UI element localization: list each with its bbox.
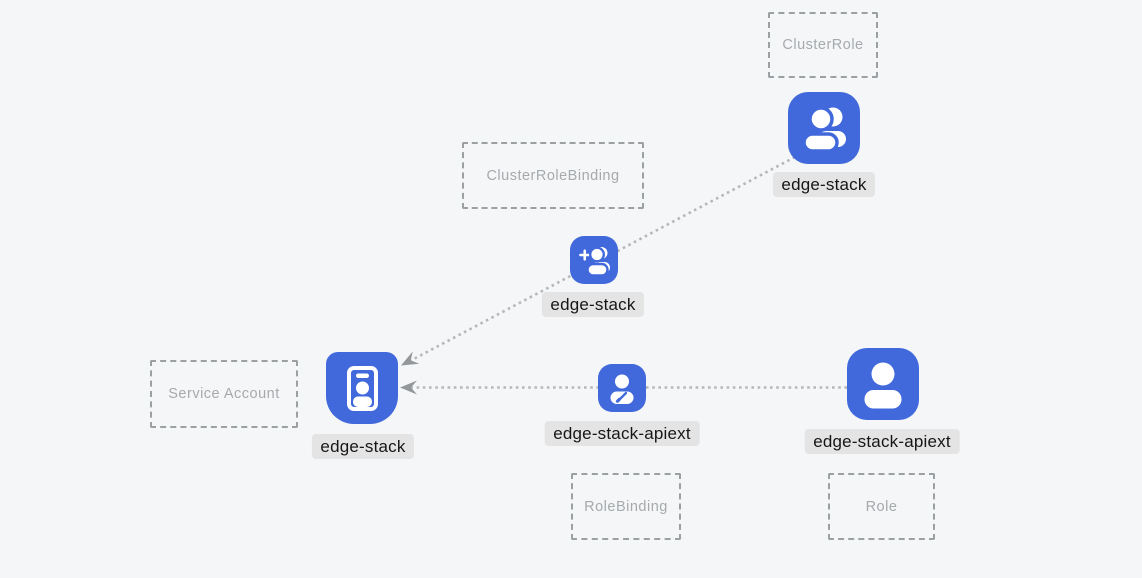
node-label: edge-stack (772, 172, 876, 197)
node-clusterrole-edge-stack[interactable] (788, 92, 860, 164)
node-label: edge-stack-apiext (804, 429, 960, 454)
node-serviceaccount-edge-stack[interactable] (326, 352, 398, 424)
node-rolebinding-edge-stack-apiext[interactable] (598, 364, 646, 412)
arrowhead-icon (401, 351, 420, 366)
type-box-label: ClusterRoleBinding (486, 167, 620, 184)
node-role-edge-stack-apiext[interactable] (847, 348, 919, 420)
type-box-label: Role (865, 498, 898, 515)
type-box-role-binding: RoleBinding (571, 473, 681, 540)
type-box-service-account: Service Account (150, 360, 298, 428)
type-box-label: Service Account (168, 386, 280, 402)
node-label: edge-stack (311, 434, 415, 459)
node-label: edge-stack (541, 292, 645, 317)
arrowhead-icon (400, 380, 417, 395)
badge-icon (326, 352, 398, 424)
person-add-icon (570, 236, 618, 284)
type-box-cluster-role-binding: ClusterRoleBinding (462, 142, 644, 209)
type-box-label: RoleBinding (584, 498, 668, 515)
person-edit-icon (598, 364, 646, 412)
type-box-label: ClusterRole (782, 37, 864, 53)
type-box-cluster-role: ClusterRole (768, 12, 878, 78)
person-icon (847, 348, 919, 420)
node-clusterrolebinding-edge-stack[interactable] (570, 236, 618, 284)
group-icon (788, 92, 860, 164)
node-label: edge-stack-apiext (544, 421, 700, 446)
type-box-role: Role (828, 473, 935, 540)
